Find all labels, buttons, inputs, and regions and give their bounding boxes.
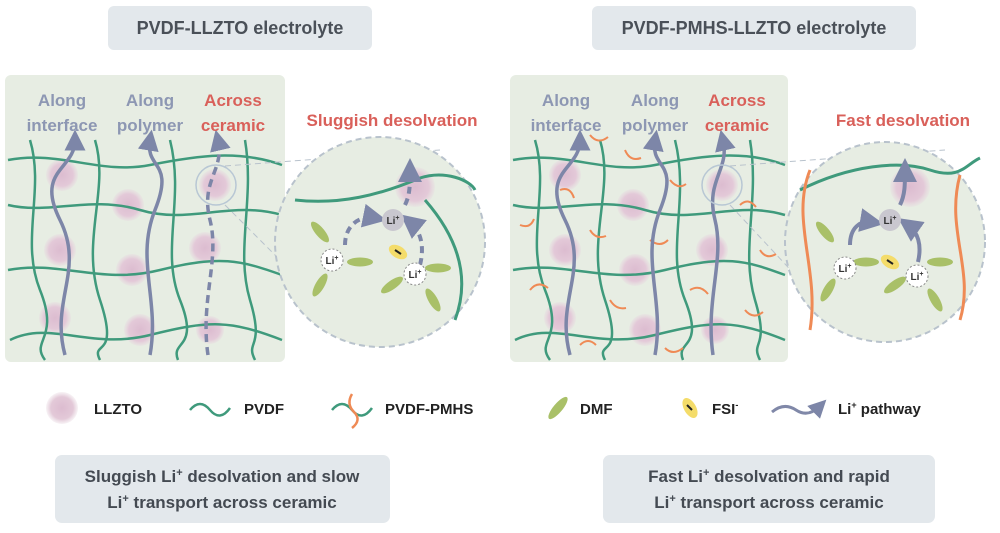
left-zoom-inset: Li+ Li+ Li+ <box>224 136 486 348</box>
pvdf-network <box>7 139 283 361</box>
legend-label: FSI- <box>712 400 738 418</box>
col-label: Along <box>542 91 590 110</box>
left-title: PVDF-LLZTO electrolyte <box>137 18 344 38</box>
right-column-labels: Along interface Along polymer Across cer… <box>531 91 770 135</box>
left-desolvation-label: Sluggish desolvation <box>307 111 478 130</box>
left-caption-line1: Sluggish Li+ desolvation and slow <box>85 467 360 486</box>
col-label: Along <box>38 91 86 110</box>
legend-label: Li+ pathway <box>838 400 921 418</box>
solvated-li-label: Li+ <box>326 255 339 267</box>
legend-label: LLZTO <box>94 401 142 418</box>
llzto-particle-icon <box>46 392 78 424</box>
col-label: interface <box>27 116 98 135</box>
li-ion-label: Li+ <box>884 215 897 227</box>
li-ion-label: Li+ <box>387 215 400 227</box>
solvated-li-label: Li+ <box>409 269 422 281</box>
right-caption-line2: Li+ transport across ceramic <box>654 493 883 512</box>
dmf-molecule-icon <box>548 396 568 420</box>
right-caption-line1: Fast Li+ desolvation and rapid <box>648 467 890 486</box>
right-title: PVDF-PMHS-LLZTO electrolyte <box>622 18 887 38</box>
right-zoom-inset: Li+ Li+ Li+ <box>729 141 986 343</box>
li-pathways <box>50 129 231 356</box>
left-panel <box>5 75 285 362</box>
right-panel <box>510 75 788 362</box>
right-desolvation-label: Fast desolvation <box>836 111 970 130</box>
legend-label: PVDF <box>244 401 284 418</box>
col-label: Along <box>126 91 174 110</box>
solvated-li-label: Li+ <box>911 271 924 283</box>
li-pathway-arrow-icon <box>771 399 827 419</box>
col-label-ceramic: ceramic <box>705 116 769 135</box>
col-label: polymer <box>622 116 689 135</box>
left-column-labels: Along interface Along polymer Across cer… <box>27 91 266 135</box>
fsi-anion-icon <box>682 398 698 418</box>
right-title-box <box>592 6 916 50</box>
right-caption-box <box>603 455 935 523</box>
col-label: Along <box>631 91 679 110</box>
pvdf-chain-icon <box>189 402 232 417</box>
col-label-ceramic: Across <box>708 91 766 110</box>
left-caption-line2: Li+ transport across ceramic <box>107 493 336 512</box>
left-title-box <box>108 6 372 50</box>
col-label: interface <box>531 116 602 135</box>
col-label: polymer <box>117 116 184 135</box>
legend: LLZTO PVDF PVDF-PMHS DMF FSI- Li+ pathwa… <box>46 392 921 429</box>
legend-label: DMF <box>580 401 613 418</box>
pvdf-pmhs-chain-icon <box>331 393 374 429</box>
solvated-li-label: Li+ <box>839 263 852 275</box>
col-label-ceramic: ceramic <box>201 116 265 135</box>
legend-label: PVDF-PMHS <box>385 401 473 418</box>
left-caption-box <box>55 455 390 523</box>
col-label-ceramic: Across <box>204 91 262 110</box>
